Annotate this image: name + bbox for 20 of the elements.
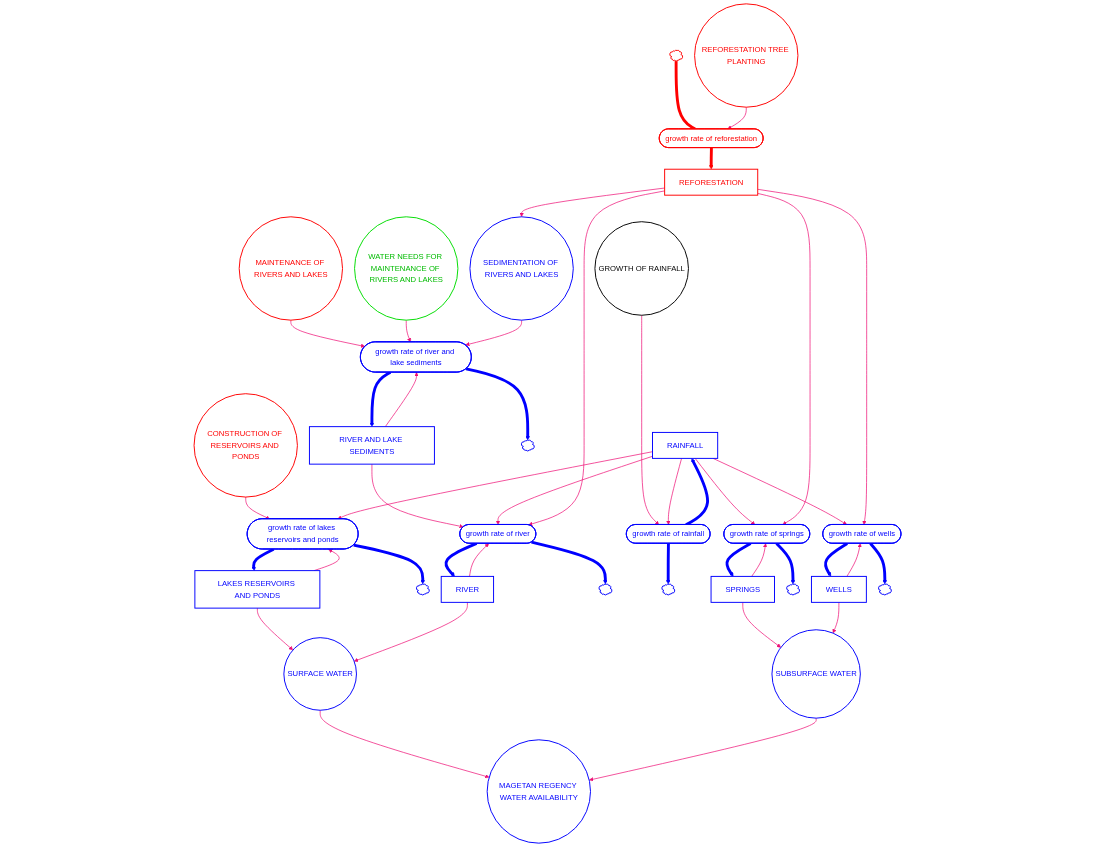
node-cloud (878, 583, 892, 596)
arrow (666, 543, 671, 585)
arrow (369, 371, 392, 427)
arrow (444, 542, 478, 577)
arrow (869, 542, 887, 585)
arrow (725, 542, 752, 577)
arrow (824, 542, 848, 577)
node-cloud (520, 439, 535, 452)
arrow (531, 540, 608, 585)
arrow (709, 147, 714, 170)
node-cloud (786, 583, 800, 596)
node-cloud (669, 49, 684, 62)
node-cloud (598, 583, 613, 596)
arrow (775, 542, 796, 585)
arrow (685, 458, 709, 526)
arrow (251, 547, 275, 571)
arrow (353, 543, 425, 585)
node-cloud (415, 583, 430, 596)
arrow (465, 367, 530, 441)
node-cloud (661, 583, 676, 596)
